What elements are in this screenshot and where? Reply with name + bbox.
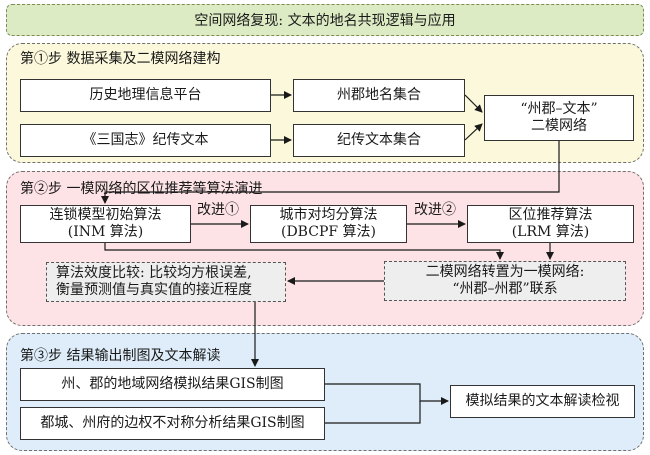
convert-box: 二模网络转置为一模网络: “州郡–州郡”联系 [384, 261, 626, 301]
inm-line2: (INM 算法) [67, 224, 144, 240]
network-line2: 二模网络 [531, 118, 587, 134]
lrm-line2: (LRM 算法) [511, 224, 590, 240]
step1-title: 第①步 数据采集及二模网络建构 [20, 51, 221, 67]
platform-box: 历史地理信息平台 [20, 79, 271, 112]
lrm-line1: 区位推荐算法 [508, 207, 593, 223]
interpret-label: 模拟结果的文本解读检视 [465, 393, 620, 409]
inm-box: 连锁模型初始算法 (INM 算法) [20, 205, 191, 243]
improve2-label: 改进② [414, 202, 456, 218]
text-label: 《三国志》纪传文本 [82, 132, 209, 148]
improve1-label: 改进① [197, 202, 239, 218]
step2-title: 第②步 一模网络的区位推荐等算法演进 [20, 181, 263, 197]
lrm-box: 区位推荐算法 (LRM 算法) [467, 205, 634, 243]
place-set-label: 州郡地名集合 [337, 87, 421, 103]
inm-line1: 连锁模型初始算法 [49, 207, 162, 223]
arrow-gis2-to-interpret [325, 401, 421, 424]
place-set-box: 州郡地名集合 [293, 79, 465, 112]
network-line1: “州郡–文本” [520, 101, 598, 117]
dbcpf-line2: (DBCPF 算法) [281, 224, 376, 240]
dbcpf-line1: 城市对均分算法 [279, 207, 378, 223]
text-box: 《三国志》纪传文本 [20, 124, 271, 157]
compare-line1: 算法效度比较: 比较均方根误差, [56, 265, 252, 281]
platform-label: 历史地理信息平台 [89, 87, 202, 103]
convert-line1: 二模网络转置为一模网络: [425, 264, 585, 280]
arrow-inm-to-convert [104, 243, 504, 260]
gis1-box: 州、郡的地域网络模拟结果GIS制图 [20, 368, 325, 401]
step3-title: 第③步 结果输出制图及文本解读 [20, 348, 221, 364]
arrow-bio-to-network [464, 123, 483, 141]
arrow-place-to-network [464, 94, 483, 113]
arrow-network-to-inm [101, 141, 560, 204]
gis2-box: 都城、州府的边权不对称分析结果GIS制图 [20, 407, 325, 440]
two-mode-network-box: “州郡–文本” 二模网络 [484, 95, 634, 141]
convert-line2: “州郡–州郡”联系 [452, 281, 558, 297]
bio-set-box: 纪传文本集合 [293, 124, 465, 157]
compare-box: 算法效度比较: 比较均方根误差, 衡量预测值与真实值的接近程度 [46, 262, 286, 302]
diagram-title: 空间网络复现: 文本的地名共现逻辑与应用 [6, 4, 644, 36]
compare-line2: 衡量预测值与真实值的接近程度 [56, 282, 252, 298]
dbcpf-box: 城市对均分算法 (DBCPF 算法) [250, 205, 407, 243]
gis2-label: 都城、州府的边权不对称分析结果GIS制图 [40, 415, 305, 431]
arrow-gis1-to-interpret [325, 383, 449, 405]
gis1-label: 州、郡的地域网络模拟结果GIS制图 [61, 376, 284, 392]
bio-set-label: 纪传文本集合 [337, 132, 421, 148]
interpret-box: 模拟结果的文本解读检视 [450, 385, 635, 418]
